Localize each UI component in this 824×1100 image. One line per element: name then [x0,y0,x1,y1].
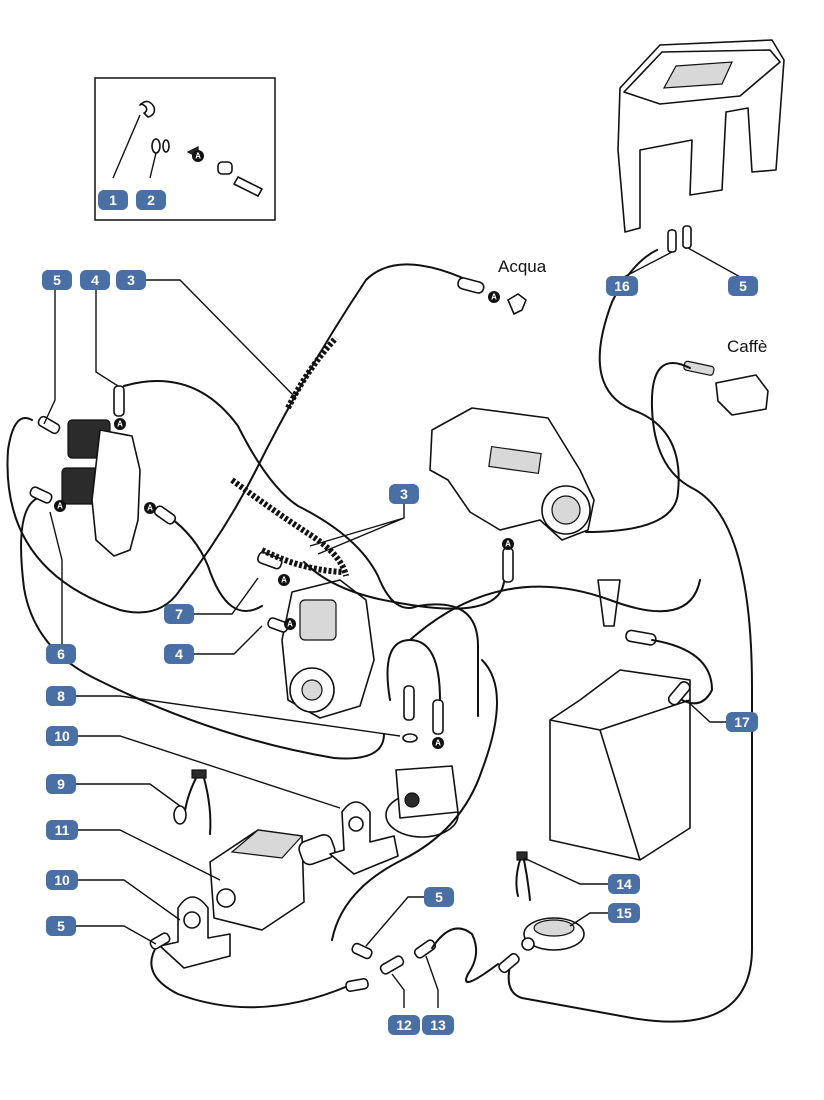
badge-part-6: 6 [46,644,76,664]
connector-a-marker: A [432,737,444,749]
oring-part [151,138,161,154]
svg-text:16: 16 [614,278,630,294]
badge-part-17: 17 [726,712,758,732]
svg-text:3: 3 [400,486,408,502]
badge-part-5: 5 [46,916,76,936]
svg-text:10: 10 [54,728,70,744]
water-label: Acqua [498,257,547,276]
svg-text:1: 1 [109,192,117,208]
badge-part-7: 7 [164,604,194,624]
svg-text:9: 9 [57,776,65,792]
badge-part-5: 5 [728,276,758,296]
svg-text:A: A [117,420,123,429]
badge-part-2: 2 [136,190,166,210]
coffee-outlet [507,360,769,1023]
pressure-switch [521,917,585,951]
badge-part-10: 10 [46,726,78,746]
svg-text:14: 14 [616,876,632,892]
badge-part-5: 5 [424,887,454,907]
svg-text:A: A [147,504,153,513]
badge-part-1: 1 [98,190,128,210]
svg-text:5: 5 [739,278,747,294]
svg-text:5: 5 [57,918,65,934]
badge-part-11: 11 [46,820,78,840]
leader-lines [43,279,728,1008]
dispenser-housing [549,579,691,861]
connector-a-marker: A [502,538,514,550]
thermal-fuse [173,769,212,835]
pump-bracket-upper [329,801,399,875]
svg-text:A: A [491,293,497,302]
thermoblock [256,551,375,719]
connector-a-marker: A [284,618,296,630]
badge-part-3: 3 [116,270,146,290]
clip-part [139,100,156,118]
badge-part-16: 16 [606,276,638,296]
braided-cable [230,335,349,577]
svg-text:5: 5 [53,272,61,288]
badge-part-13: 13 [422,1015,454,1035]
pump-bracket-lower [159,896,231,969]
svg-text:5: 5 [435,889,443,905]
svg-text:6: 6 [57,646,65,662]
connector-markers: A A A A A A A A A [54,150,514,749]
connector-a-marker: A [192,150,204,162]
badge-part-4: 4 [164,644,194,664]
badge-part-9: 9 [46,774,76,794]
badge-part-12: 12 [388,1015,420,1035]
coffee-label: Caffè [727,337,767,356]
svg-text:13: 13 [430,1017,446,1033]
sensor [515,851,531,901]
connector-a-marker: A [278,574,290,586]
svg-text:15: 15 [616,905,632,921]
svg-text:17: 17 [734,714,750,730]
connector-a-marker: A [114,418,126,430]
badge-part-4: 4 [80,270,110,290]
svg-text:A: A [287,620,293,629]
tubing [6,263,714,1009]
svg-text:8: 8 [57,688,65,704]
badge-part-8: 8 [46,686,76,706]
badge-part-5: 5 [42,270,72,290]
brewing-unit [429,249,680,583]
water-tank [617,39,785,279]
badge-part-14: 14 [608,874,640,894]
flowmeter [385,685,459,838]
svg-text:2: 2 [147,192,155,208]
svg-text:A: A [281,576,287,585]
solenoid-valve-block [61,385,141,557]
svg-text:A: A [57,502,63,511]
svg-text:A: A [195,152,201,161]
svg-text:7: 7 [175,606,183,622]
svg-text:4: 4 [91,272,99,288]
svg-text:A: A [505,540,511,549]
pump [209,829,336,931]
badge-part-15: 15 [608,903,640,923]
svg-text:10: 10 [54,872,70,888]
svg-text:11: 11 [55,822,70,838]
connector-a-marker: A [488,291,500,303]
svg-text:4: 4 [175,646,183,662]
badge-part-3: 3 [389,484,419,504]
svg-text:12: 12 [396,1017,412,1033]
svg-text:3: 3 [127,272,135,288]
connector-a-marker: A [54,500,66,512]
connector-a-marker: A [144,502,156,514]
badge-part-10: 10 [46,870,78,890]
svg-text:A: A [435,739,441,748]
